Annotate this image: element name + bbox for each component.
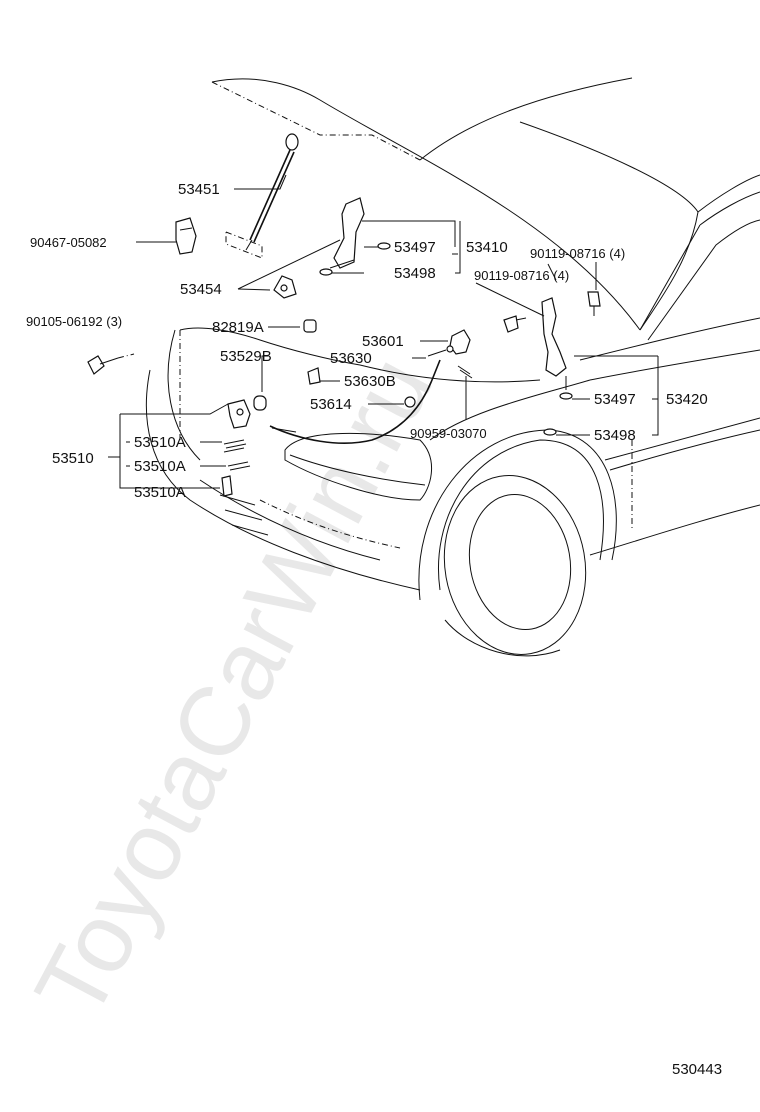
label-53510a-3: 53510A bbox=[134, 484, 186, 501]
label-53451: 53451 bbox=[178, 181, 220, 198]
label-53498-left: 53498 bbox=[394, 265, 436, 282]
left-hood-hinge bbox=[319, 197, 391, 276]
label-53630: 53630 bbox=[330, 350, 372, 367]
label-53510a-1: 53510A bbox=[134, 434, 186, 451]
small-clips bbox=[307, 345, 473, 408]
hood-support-rod bbox=[225, 133, 299, 259]
label-53529b: 53529B bbox=[220, 348, 272, 365]
leader-lines bbox=[108, 174, 659, 489]
hood-release-cable bbox=[269, 359, 441, 444]
label-90959-03070: 90959-03070 bbox=[410, 426, 487, 441]
label-53614: 53614 bbox=[310, 396, 352, 413]
label-53601: 53601 bbox=[362, 333, 404, 350]
label-53497-left: 53497 bbox=[394, 239, 436, 256]
label-53410: 53410 bbox=[466, 239, 508, 256]
bolt-90105 bbox=[87, 353, 135, 375]
callout-labels: 53451 90467-05082 53454 90105-06192 (3) … bbox=[26, 181, 708, 501]
watermark-text: ToyotaCarWin.ru bbox=[13, 339, 453, 1035]
grommet-82819a bbox=[303, 319, 317, 333]
cushion-53529b bbox=[253, 395, 267, 411]
label-53510a-2: 53510A bbox=[134, 458, 186, 475]
rod-holder-clip bbox=[175, 217, 197, 255]
label-90119-08716-top: 90119-08716 (4) bbox=[530, 246, 625, 261]
bolts-90119 bbox=[503, 291, 601, 333]
label-53454: 53454 bbox=[180, 281, 222, 298]
label-90467-05082: 90467-05082 bbox=[30, 235, 107, 250]
grommet-53454 bbox=[273, 275, 297, 299]
label-90119-08716-left: 90119-08716 (4) bbox=[474, 268, 569, 283]
diagram-code: 530443 bbox=[672, 1061, 722, 1078]
car-body-outline bbox=[145, 77, 760, 657]
label-82819a: 82819A bbox=[212, 319, 264, 336]
hood-lock-assembly bbox=[221, 399, 251, 497]
label-90105-06192: 90105-06192 (3) bbox=[26, 314, 122, 329]
label-53498-right: 53498 bbox=[594, 427, 636, 444]
label-53497-right: 53497 bbox=[594, 391, 636, 408]
label-53630b: 53630B bbox=[344, 373, 396, 390]
right-hood-hinge bbox=[541, 297, 573, 436]
label-53420: 53420 bbox=[666, 391, 708, 408]
label-53510: 53510 bbox=[52, 450, 94, 467]
